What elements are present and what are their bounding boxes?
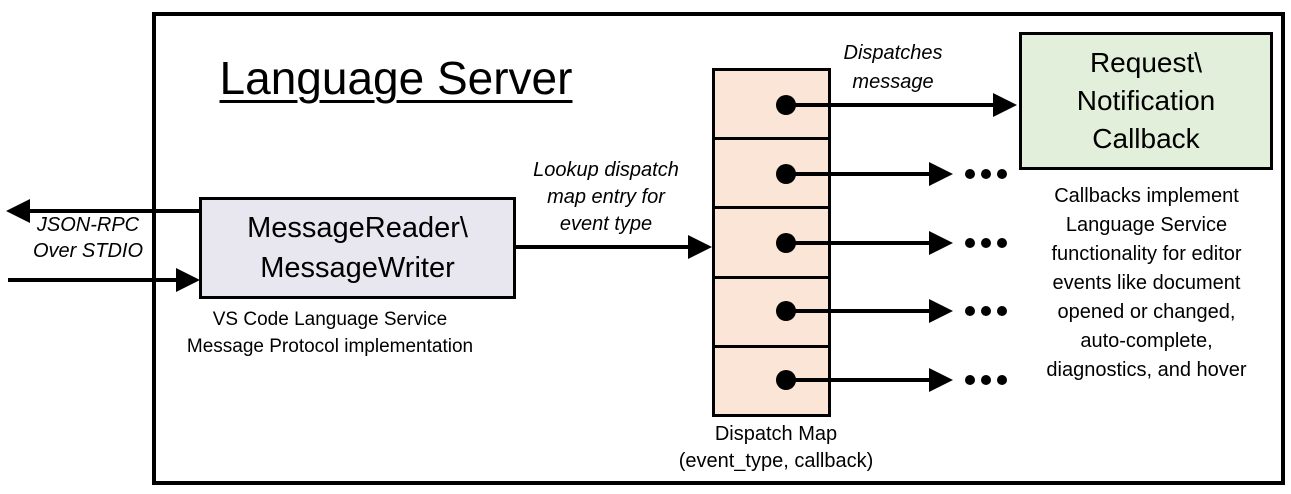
dispatch-map-cell — [715, 140, 828, 210]
reader-box-caption-line: Message Protocol implementation — [186, 336, 474, 357]
diagram-title: Language Server — [219, 52, 573, 104]
callback-box-line: Request\ — [1089, 47, 1203, 78]
lookup-dispatch-label-line: Lookup dispatch — [533, 159, 679, 181]
language-server-boundary — [152, 12, 1285, 485]
dispatches-message-label: Dispatches message — [813, 39, 973, 97]
callback-box-line: Callback — [1092, 123, 1200, 154]
json-rpc-stdio-label: JSON-RPC Over STDIO — [13, 212, 163, 264]
dispatch-map-caption: Dispatch Map (event_type, callback) — [646, 421, 906, 475]
request-notification-callback-box: Request\ Notification Callback — [1019, 32, 1273, 170]
message-reader-writer-box: MessageReader\ MessageWriter — [199, 197, 516, 299]
lookup-dispatch-label-line: event type — [559, 213, 653, 235]
dispatch-map-cell — [715, 279, 828, 348]
callbacks-note-line: opened or changed, — [1057, 301, 1236, 323]
callbacks-note-line: events like document — [1052, 272, 1241, 294]
lookup-dispatch-label: Lookup dispatch map entry for event type — [511, 157, 701, 238]
callbacks-note-line: Language Service — [1065, 214, 1228, 236]
reader-box-caption-line: VS Code Language Service — [212, 309, 448, 330]
callbacks-note-line: diagnostics, and hover — [1046, 359, 1247, 381]
dispatches-message-label-line: Dispatches — [843, 42, 943, 64]
dispatches-message-label-line: message — [852, 71, 934, 93]
dispatch-map-caption-line: (event_type, callback) — [678, 450, 874, 472]
json-rpc-stdio-label-line: JSON-RPC — [36, 214, 140, 236]
callbacks-note: Callbacks implement Language Service fun… — [1010, 182, 1283, 385]
json-rpc-stdio-label-line: Over STDIO — [32, 240, 143, 262]
dispatch-map-cell — [715, 209, 828, 279]
message-reader-writer-line: MessageReader\ — [247, 212, 468, 244]
callbacks-note-line: functionality for editor — [1051, 243, 1242, 265]
callbacks-note-line: auto-complete, — [1080, 330, 1213, 352]
dispatch-map-cell — [715, 71, 828, 141]
dispatch-map-cell — [715, 348, 828, 414]
dispatch-map-caption-line: Dispatch Map — [714, 423, 838, 445]
message-reader-writer-line: MessageWriter — [260, 252, 455, 284]
lookup-dispatch-label-line: map entry for — [547, 186, 665, 208]
reader-box-caption: VS Code Language Service Message Protoco… — [140, 306, 520, 360]
callback-box-line: Notification — [1076, 85, 1216, 116]
dispatch-map — [712, 68, 831, 417]
callbacks-note-line: Callbacks implement — [1054, 185, 1239, 207]
